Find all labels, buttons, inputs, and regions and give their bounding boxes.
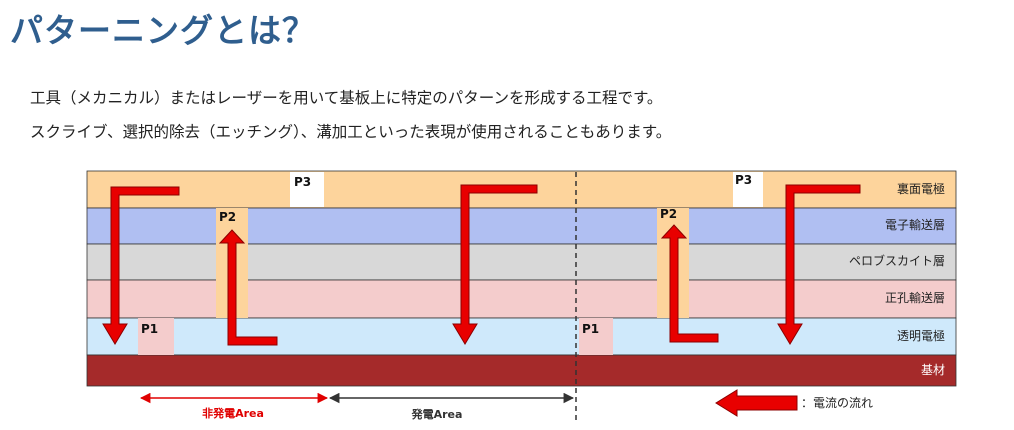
non-generating-area-label: 非発電Area	[202, 406, 264, 420]
layer-transparent-electrode	[86, 317, 957, 356]
p1-fill-left	[138, 318, 174, 355]
p3-gap-left	[290, 172, 324, 207]
layer-label-transparent-electrode: 透明電極	[897, 328, 945, 343]
p1-label-left: P1	[141, 322, 158, 336]
p2-label-left: P2	[219, 210, 236, 224]
legend-current-arrow-icon	[715, 389, 798, 417]
current-arrow-5	[777, 184, 861, 345]
page-title: パターニングとは？	[10, 11, 316, 50]
layer-label-electron-transport: 電子輸送層	[885, 217, 945, 232]
p3-gap-right	[733, 172, 763, 207]
layer-label-hole-transport: 正孔輸送層	[885, 290, 945, 305]
current-arrow-2	[218, 229, 278, 346]
generating-area-label: 発電Area	[411, 407, 463, 421]
current-arrow-1	[102, 186, 180, 345]
p1-label-right: P1	[582, 322, 599, 336]
p2-label-right: P2	[660, 207, 677, 221]
description-line-1: 工具（メカニカル）またはレーザーを用いて基板上に特定のパターンを形成する工程です…	[30, 89, 663, 107]
p3-label-left: P3	[294, 175, 311, 189]
current-arrow-3	[452, 184, 538, 345]
legend-current-flow-label: ：電流の流れ	[801, 396, 873, 410]
p3-label-right: P3	[735, 173, 752, 187]
layer-label-back-electrode: 裏面電極	[897, 181, 945, 196]
p1-fill-right	[579, 318, 613, 355]
description-line-2: スクライブ、選択的除去（エッチング）、溝加工といった表現が使用されることもありま…	[30, 123, 672, 141]
layer-label-substrate: 基材	[921, 363, 945, 377]
layer-substrate	[86, 354, 957, 387]
layer-label-perovskite: ペロブスカイト層	[849, 253, 945, 268]
current-arrow-4	[660, 224, 719, 343]
